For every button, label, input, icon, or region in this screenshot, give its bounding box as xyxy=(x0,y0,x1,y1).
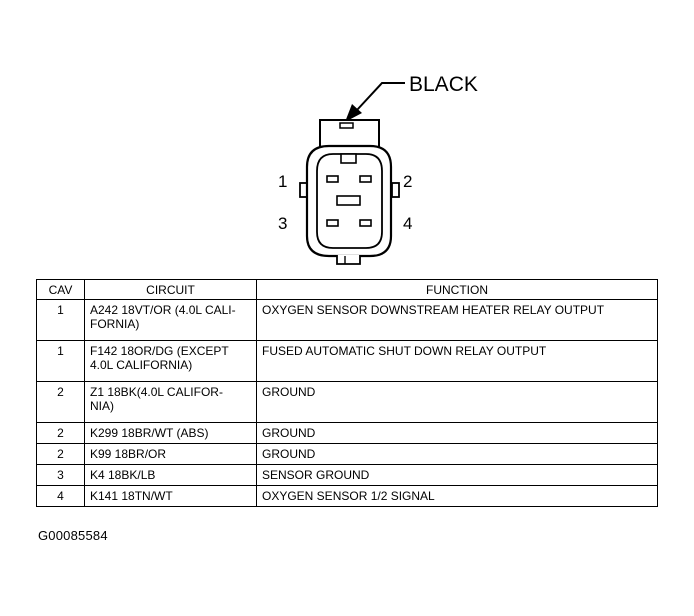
cavity-1 xyxy=(326,175,339,183)
cell-circuit: K99 18BR/OR xyxy=(84,443,257,465)
cavity-4 xyxy=(359,219,372,227)
cell-circuit: A242 18VT/OR (4.0L CALI- FORNIA) xyxy=(84,299,257,341)
cell-circuit: Z1 18BK(4.0L CALIFOR- NIA) xyxy=(84,381,257,423)
cell-function: SENSOR GROUND xyxy=(256,464,658,486)
cell-cav: 1 xyxy=(36,299,85,341)
cell-circuit: K4 18BK/LB xyxy=(84,464,257,486)
cell-cav: 4 xyxy=(36,485,85,507)
connector-lock-tab xyxy=(319,119,380,147)
lock-tab-slot xyxy=(339,122,354,129)
cell-function: FUSED AUTOMATIC SHUT DOWN RELAY OUTPUT xyxy=(256,340,658,382)
cell-function: GROUND xyxy=(256,422,658,444)
table-row: 2 K99 18BR/OR GROUND xyxy=(36,443,658,465)
cell-function: OXYGEN SENSOR 1/2 SIGNAL xyxy=(256,485,658,507)
table-row: 1 F142 18OR/DG (EXCEPT 4.0L CALIFORNIA) … xyxy=(36,340,658,382)
cell-cav: 3 xyxy=(36,464,85,486)
connector-key-notch xyxy=(340,153,357,164)
cell-cav: 2 xyxy=(36,422,85,444)
callout-arrowhead xyxy=(345,104,362,122)
cell-cav: 1 xyxy=(36,340,85,382)
table-row: 4 K141 18TN/WT OXYGEN SENSOR 1/2 SIGNAL xyxy=(36,485,658,507)
table-row: 2 Z1 18BK(4.0L CALIFOR- NIA) GROUND xyxy=(36,381,658,423)
right-side-latch xyxy=(391,182,400,198)
cell-circuit: K141 18TN/WT xyxy=(84,485,257,507)
pin-label-4: 4 xyxy=(403,214,412,233)
table-row: 2 K299 18BR/WT (ABS) GROUND xyxy=(36,422,658,444)
connector-color-label: BLACK xyxy=(409,73,478,96)
table-row: 3 K4 18BK/LB SENSOR GROUND xyxy=(36,464,658,486)
pinout-table: CAV CIRCUIT FUNCTION 1 A242 18VT/OR (4.0… xyxy=(36,279,658,507)
callout-leader-line xyxy=(356,82,405,111)
header-cav: CAV xyxy=(36,279,85,300)
cavity-center xyxy=(336,195,361,206)
cell-circuit: K299 18BR/WT (ABS) xyxy=(84,422,257,444)
cell-cav: 2 xyxy=(36,443,85,465)
connector-bottom-tab xyxy=(336,255,361,265)
cell-cav: 2 xyxy=(36,381,85,423)
cell-circuit: F142 18OR/DG (EXCEPT 4.0L CALIFORNIA) xyxy=(84,340,257,382)
pin-label-3: 3 xyxy=(278,214,287,233)
diagram-id: G00085584 xyxy=(38,528,108,543)
cell-function: GROUND xyxy=(256,381,658,423)
header-function: FUNCTION xyxy=(256,279,658,300)
cavity-2 xyxy=(359,175,372,183)
cell-function: OXYGEN SENSOR DOWNSTREAM HEATER RELAY OU… xyxy=(256,299,658,341)
table-header-row: CAV CIRCUIT FUNCTION xyxy=(36,279,658,300)
header-circuit: CIRCUIT xyxy=(84,279,257,300)
cavity-3 xyxy=(326,219,339,227)
pin-label-2: 2 xyxy=(403,172,412,191)
pin-label-1: 1 xyxy=(278,172,287,191)
cell-function: GROUND xyxy=(256,443,658,465)
table-row: 1 A242 18VT/OR (4.0L CALI- FORNIA) OXYGE… xyxy=(36,299,658,341)
